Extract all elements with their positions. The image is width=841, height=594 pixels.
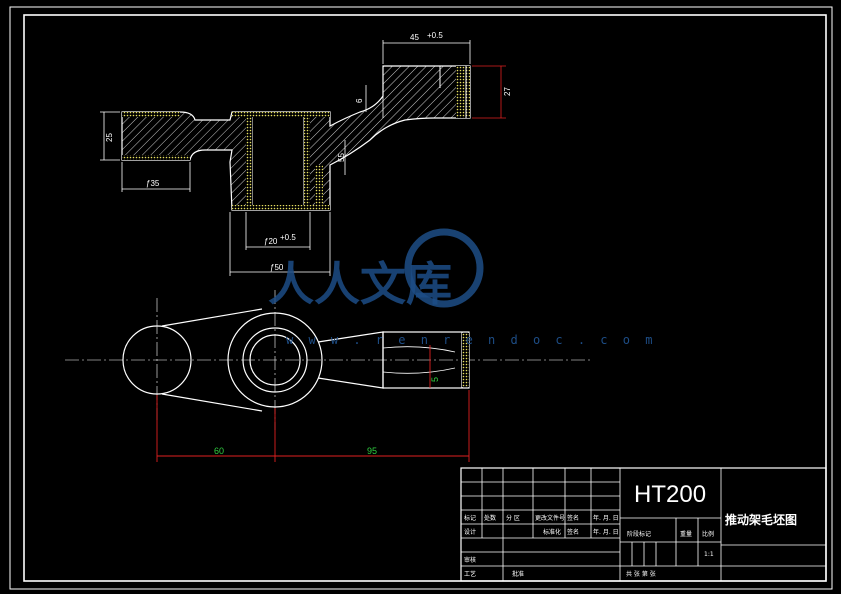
tb-count: 处数	[484, 514, 496, 522]
allowance-top-mid	[232, 112, 330, 117]
tb-sign2: 签名	[567, 528, 579, 536]
section-dimensions	[100, 40, 506, 276]
dim-45-tol: +0.5	[427, 31, 443, 40]
allowance-rib	[315, 165, 323, 205]
dim-60: 60	[214, 446, 224, 456]
tb-process: 工艺	[464, 570, 476, 578]
dim-27: 27	[503, 87, 512, 96]
tb-review: 审核	[464, 556, 476, 564]
dim-20-tol: +0.5	[280, 233, 296, 242]
title-block	[460, 467, 827, 582]
plan-allowance	[462, 333, 469, 387]
inner-border	[23, 14, 827, 582]
allowance-top-left	[122, 112, 180, 117]
tb-sheets: 共 张 第 张	[626, 570, 656, 578]
watermark-url: w w w . r e n r e n d o c . c o m	[286, 333, 656, 347]
tb-mark: 标记	[464, 514, 476, 522]
drawing-title: 推动架毛坯图	[725, 512, 797, 527]
tb-change-doc: 更改文件号	[535, 514, 565, 522]
tb-date: 年. 月. 日	[593, 514, 619, 522]
dim-5: 5	[430, 377, 440, 382]
allowance-bore-left	[246, 117, 252, 205]
plan-dimensions	[156, 345, 470, 462]
tb-scale: 1:1	[704, 551, 714, 558]
plan-view	[65, 290, 592, 430]
watermark: 人人文库 w w w . r e n r e n d o c . c o m	[268, 228, 656, 347]
section-view	[121, 65, 471, 211]
tb-design: 设计	[464, 528, 476, 536]
allowance-bottom-left	[122, 155, 190, 160]
tb-zone: 分 区	[506, 514, 520, 522]
tb-approve: 批准	[512, 570, 524, 578]
material: HT200	[634, 481, 706, 508]
allowance-right	[456, 66, 470, 118]
watermark-text: 人人文库	[268, 257, 452, 311]
bore	[251, 111, 305, 211]
dim-6: 6	[355, 98, 364, 103]
allowance-bottom-mid	[232, 205, 330, 210]
outer-border	[9, 6, 833, 590]
tb-date2: 年. 月. 日	[593, 528, 619, 536]
dim-35: ƒ35	[146, 179, 160, 188]
dim-95: 95	[367, 446, 377, 456]
tb-scale-label: 比例	[702, 530, 714, 538]
dim-55: 55	[337, 153, 346, 162]
dim-50: ƒ50	[270, 263, 284, 272]
dim-20: ƒ20	[264, 237, 278, 246]
dim-25: 25	[105, 133, 114, 142]
tb-standard: 标准化	[543, 528, 561, 536]
tb-stage: 阶段标记	[627, 530, 651, 538]
tb-sign: 签名	[567, 514, 579, 522]
tb-weight: 重量	[680, 530, 692, 538]
allowance-bore-right	[304, 117, 310, 205]
dim-45: 45	[410, 33, 419, 42]
